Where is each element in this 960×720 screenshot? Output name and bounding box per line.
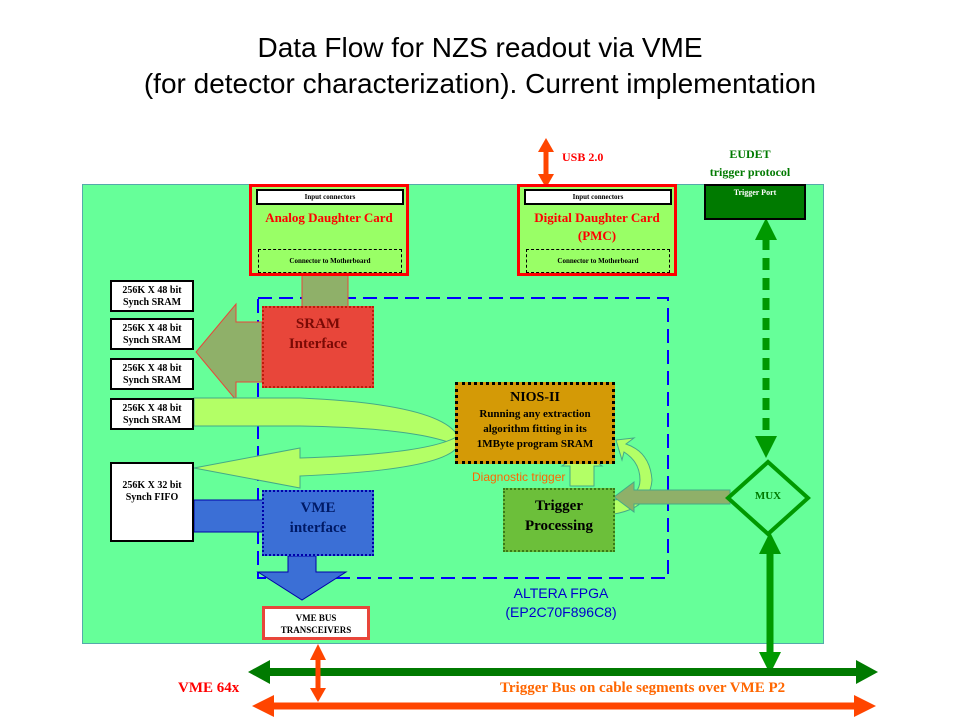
mux-to-bus-arrow-top	[759, 532, 781, 554]
nios-ii-block: NIOS-II Running any extraction algorithm…	[455, 382, 615, 464]
sram-arrow	[195, 302, 263, 402]
vme-bus-transceivers: VME BUS TRANSCEIVERS	[262, 606, 370, 640]
analog-card-title: Analog Daughter Card	[265, 210, 393, 225]
usb-arrow-head-bottom	[538, 174, 554, 188]
sram-interface-block: SRAM Interface	[262, 306, 374, 388]
vme-bus-arrow-right	[854, 695, 876, 717]
fpga-line-2: (EP2C70F896C8)	[505, 604, 617, 620]
trigger-bus-arrow-left	[248, 660, 270, 684]
sram-chip-3: 256K X 48 bit Synch SRAM	[110, 358, 194, 390]
title-line-2: (for detector characterization). Current…	[143, 68, 817, 99]
trigger-bus-arrow-right	[856, 660, 878, 684]
trigger-processing-block: Trigger Processing	[503, 488, 615, 552]
trigger-port-arrow-top	[755, 218, 777, 240]
sram-chip-4: 256K X 48 bit Synch SRAM	[110, 398, 194, 430]
trigger-port-arrow-bottom	[755, 436, 777, 458]
sram-to-nios-arrow	[193, 397, 459, 447]
digital-motherboard-connector: Connector to Motherboard	[526, 249, 670, 273]
sram-chip-4-line-2: Synch SRAM	[122, 415, 182, 426]
sram-chip-2-line-1: 256K X 48 bit	[122, 323, 182, 334]
vme-interface-block: VME interface	[262, 490, 374, 556]
fifo-to-vme-arrow	[193, 499, 265, 533]
eudet-line-2: trigger protocol	[709, 165, 791, 179]
sram-interface-line-2: Interface	[288, 336, 348, 352]
sram-chip-1-line-1: 256K X 48 bit	[122, 285, 182, 296]
trigger-processing-line-2: Processing	[524, 518, 594, 534]
sram-chip-2: 256K X 48 bit Synch SRAM	[110, 318, 194, 350]
page-title: Data Flow for NZS readout via VME (for d…	[0, 30, 960, 102]
fifo-chip-line-2: Synch FIFO	[125, 492, 179, 503]
digital-card-title: Digital Daughter Card (PMC)	[520, 209, 674, 245]
transceivers-line-1: VME BUS	[295, 613, 337, 623]
digital-card-title-line-2: (PMC)	[577, 228, 617, 243]
nios-line-2: algorithm fitting in its	[483, 423, 587, 435]
sram-chip-3-line-2: Synch SRAM	[122, 375, 182, 386]
nios-title: NIOS-II	[510, 390, 560, 405]
digital-input-connectors: Input connectors	[524, 189, 672, 205]
vme-interface-line-2: interface	[289, 520, 347, 536]
vme-interface-line-1: VME	[300, 500, 336, 516]
nios-line-3: 1MByte program SRAM	[476, 438, 594, 450]
usb-label: USB 2.0	[562, 150, 604, 164]
sram-interface-line-1: SRAM	[295, 316, 341, 332]
transceivers-line-2: TRANSCEIVERS	[280, 625, 352, 635]
mux-to-trigger-arrow	[613, 481, 731, 513]
sram-chip-1: 256K X 48 bit Synch SRAM	[110, 280, 194, 312]
trigger-processing-line-1: Trigger	[534, 498, 584, 514]
fifo-chip-line-1: 256K X 32 bit	[122, 480, 182, 491]
title-line-1: Data Flow for NZS readout via VME	[257, 32, 703, 63]
sram-chip-4-line-1: 256K X 48 bit	[122, 403, 182, 414]
analog-to-sram-connector	[301, 271, 349, 309]
vme-down-arrow	[256, 555, 348, 601]
eudet-label: EUDET trigger protocol	[690, 145, 810, 181]
eudet-line-1: EUDET	[729, 147, 771, 161]
mux-label: MUX	[754, 490, 782, 502]
analog-input-connectors: Input connectors	[256, 189, 404, 205]
analog-daughter-card: Input connectors Analog Daughter Card Co…	[249, 184, 409, 276]
nios-to-fifo-arrow	[193, 435, 459, 489]
trigger-bus-label: Trigger Bus on cable segments over VME P…	[500, 680, 786, 696]
mux-diamond	[725, 459, 811, 537]
fpga-line-1: ALTERA FPGA	[513, 585, 609, 601]
transceiver-arrow-bottom	[310, 688, 326, 702]
transceiver-arrow-top	[310, 644, 326, 660]
fifo-chip: 256K X 32 bit Synch FIFO	[110, 462, 194, 542]
nios-line-1: Running any extraction	[479, 408, 591, 420]
usb-arrow-head-top	[538, 138, 554, 152]
fpga-boundary	[257, 297, 669, 579]
analog-motherboard-connector: Connector to Motherboard	[258, 249, 402, 273]
digital-daughter-card: Input connectors Digital Daughter Card (…	[517, 184, 677, 276]
mux-to-bus-arrow-bottom	[759, 652, 781, 674]
trigger-port: Trigger Port	[704, 184, 806, 220]
diagnostic-trigger-label: Diagnostic trigger	[472, 470, 566, 484]
vme-64x-label: VME 64x	[178, 680, 240, 696]
sram-chip-2-line-2: Synch SRAM	[122, 335, 182, 346]
fpga-label: ALTERA FPGA (EP2C70F896C8)	[486, 584, 636, 622]
sram-chip-1-line-2: Synch SRAM	[122, 297, 182, 308]
digital-card-title-line-1: Digital Daughter Card	[534, 210, 660, 225]
sram-chip-3-line-1: 256K X 48 bit	[122, 363, 182, 374]
vme-bus-arrow-left	[252, 695, 274, 717]
